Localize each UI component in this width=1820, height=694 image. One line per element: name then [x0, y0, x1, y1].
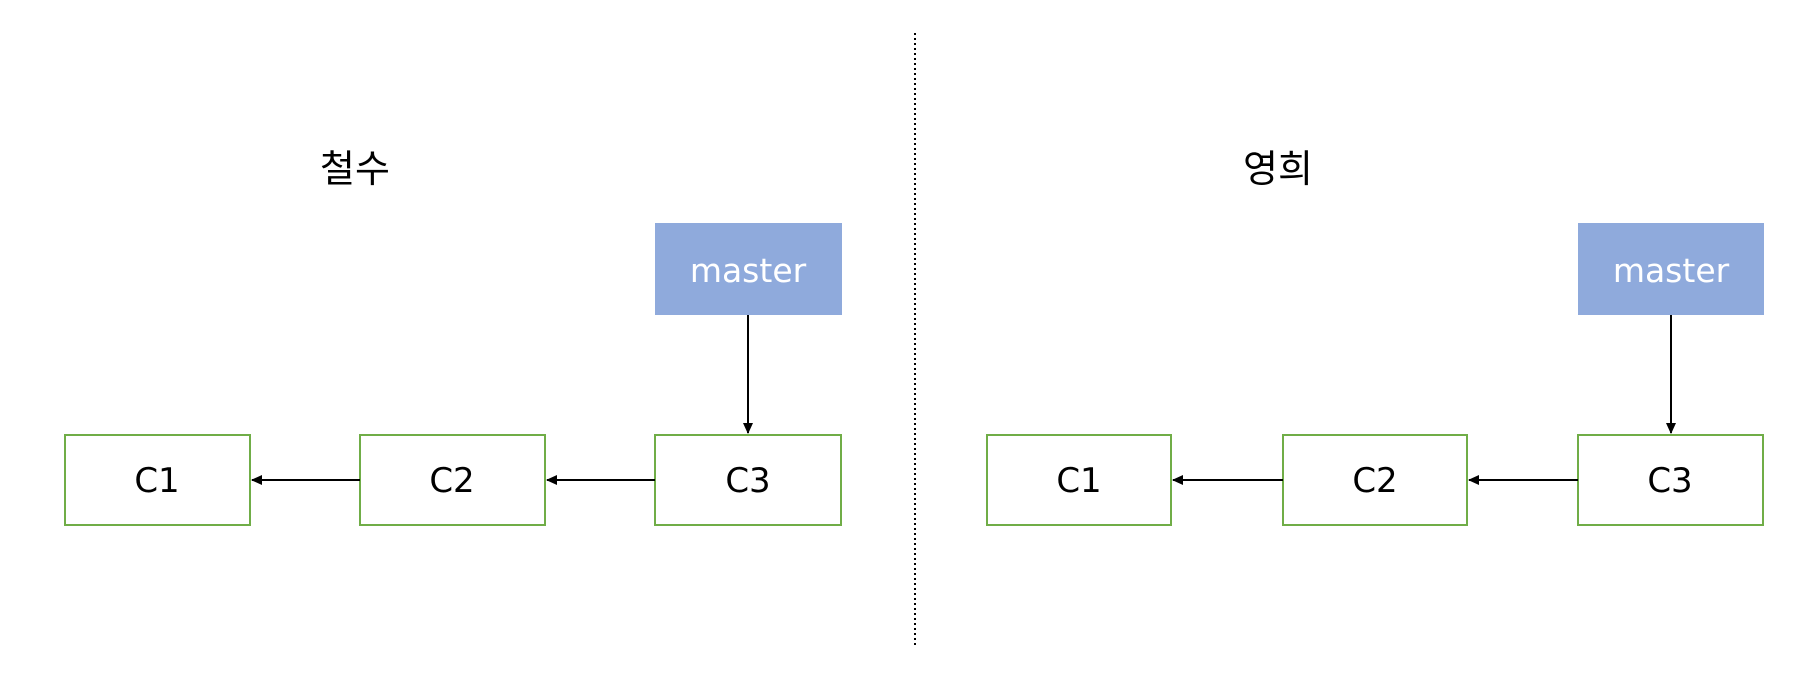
commit-label: C3 — [1647, 461, 1692, 501]
commit-box-c1 — [64, 434, 251, 526]
commit-label: C3 — [725, 461, 770, 501]
commit-label: C2 — [1352, 461, 1397, 501]
commit-box-c3 — [654, 434, 842, 526]
branch-label: master — [690, 251, 807, 290]
branch-box-master — [655, 223, 842, 315]
panel-right: 영희 master C1 C2 C3 — [986, 147, 1764, 526]
commit-label: C1 — [1056, 461, 1101, 501]
commit-label: C1 — [134, 461, 179, 501]
commit-label: C2 — [429, 461, 474, 501]
branch-label: master — [1613, 251, 1730, 290]
commit-box-c1 — [986, 434, 1172, 526]
commit-box-c2 — [359, 434, 546, 526]
panel-title: 철수 — [320, 147, 390, 191]
panel-left: 철수 master C1 C2 C3 — [64, 147, 842, 526]
branch-box-master — [1578, 223, 1764, 315]
panel-title: 영희 — [1243, 147, 1313, 191]
